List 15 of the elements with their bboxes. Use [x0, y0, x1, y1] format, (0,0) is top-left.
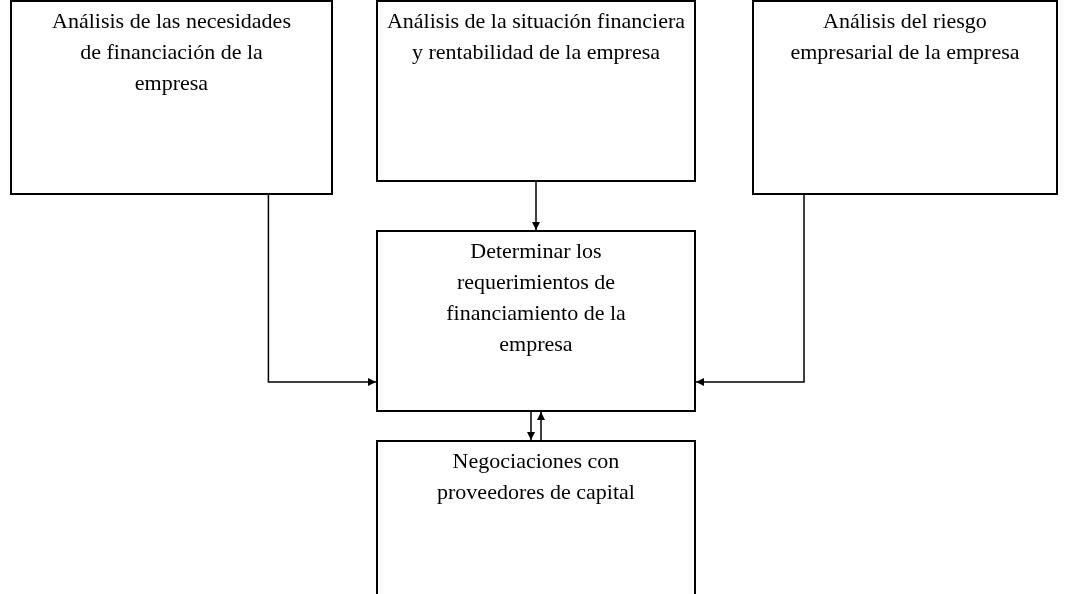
box-text: Análisis de las necesidades de financiación de la empresa	[51, 7, 292, 97]
box-text: Determinar los requerimientos de financiamiento de la empresa	[445, 237, 627, 358]
arrow	[527, 411, 535, 441]
arrow	[267, 194, 377, 386]
arrow	[695, 194, 805, 386]
process-box	[376, 440, 696, 594]
process-box	[752, 0, 1058, 195]
box-text: Análisis de la situación financiera y rentabilidad de la empresa	[386, 7, 686, 66]
process-box	[376, 230, 696, 412]
process-box	[376, 0, 696, 182]
box-text: Análisis del riesgo empresarial de la empresa	[790, 7, 1020, 66]
arrow	[537, 411, 545, 441]
arrow	[532, 181, 540, 231]
process-box	[10, 0, 333, 195]
box-text: Negociaciones con proveedores de capital	[436, 447, 636, 506]
